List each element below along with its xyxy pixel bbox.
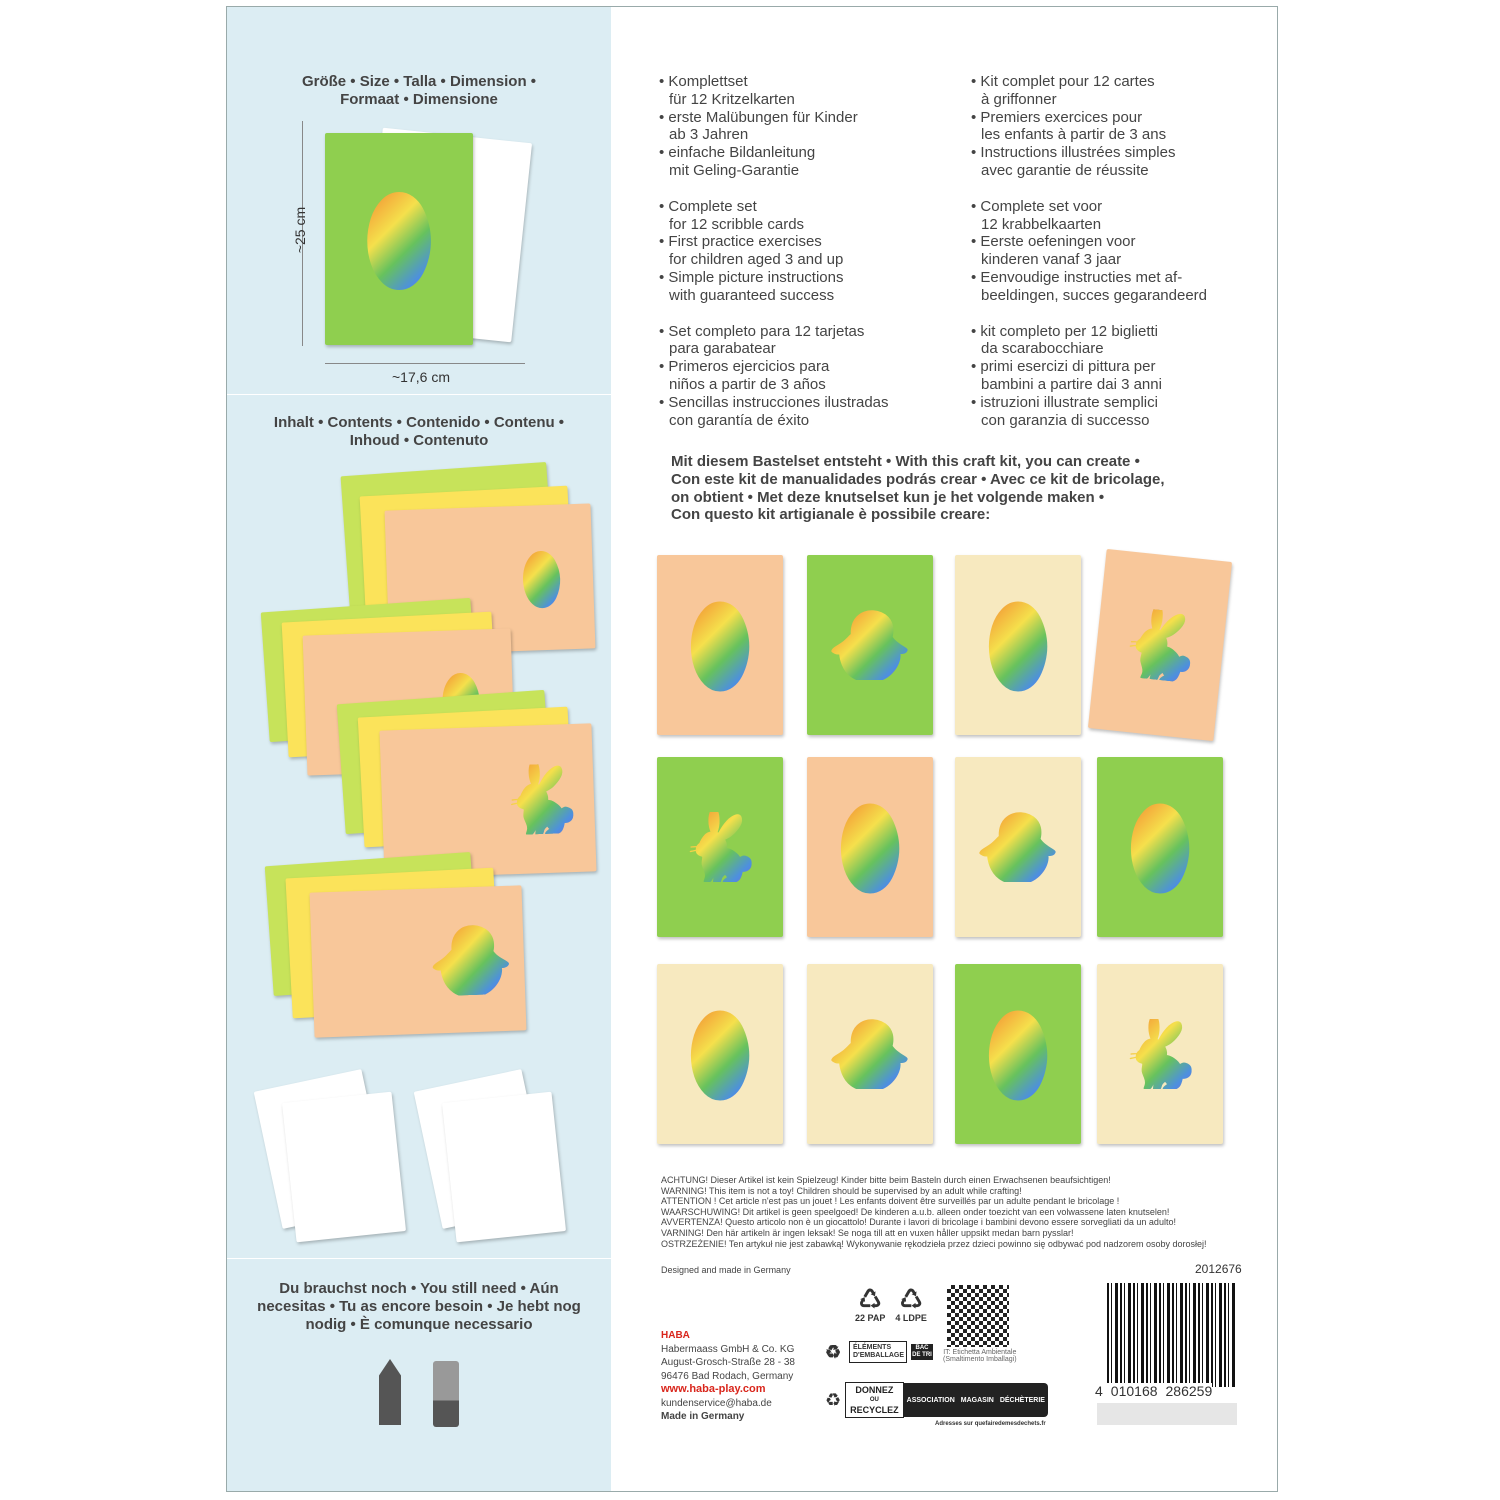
insert-sheets (441, 1091, 567, 1243)
egg-icon: ⬮ (361, 172, 437, 306)
example-card-chick: 🐣 (807, 555, 933, 735)
recycle-ldpe-icon: ♺4 LDPE (895, 1284, 927, 1323)
label-space (1097, 1403, 1237, 1425)
width-arrow (325, 363, 525, 364)
barcode (1107, 1283, 1237, 1387)
bunny-icon: 🐇 (676, 808, 764, 886)
bunny-icon: 🐇 (1116, 1015, 1204, 1093)
haba-logo: HABA (661, 1330, 690, 1341)
example-card-bunny: 🐇 (1087, 548, 1233, 742)
example-card-egg-heart: ⬮ (657, 555, 783, 735)
example-card-egg-zigzag: ⬮ (1097, 757, 1223, 937)
example-card-egg-heart: ⬮ (657, 964, 783, 1144)
glue-stick-icon (433, 1361, 459, 1427)
triman-icon: ♻ (825, 1389, 842, 1410)
egg-zigzag-icon: ⬮ (1125, 785, 1195, 908)
website-link[interactable]: www.haba-play.com (661, 1383, 766, 1395)
egg-heart-icon: ⬮ (518, 537, 565, 618)
egg-zigzag-icon: ⬮ (983, 583, 1053, 706)
triman-icon: ♻ (825, 1342, 842, 1362)
example-card-bunny: 🐇 (657, 757, 783, 937)
left-panel: Größe • Size • Talla • Dimension • Forma… (227, 7, 611, 1491)
recycle-pap-icon: ♺22 PAP (855, 1284, 886, 1323)
addresses-text: Adresses sur quefairedemesdechets.fr (935, 1421, 1046, 1427)
recycling-codes: ♺22 PAP ♺4 LDPE (855, 1285, 927, 1323)
chick-icon: 🐣 (826, 1015, 914, 1093)
package-back: Größe • Size • Talla • Dimension • Forma… (226, 6, 1278, 1492)
email-link[interactable]: kundenservice@haba.de (661, 1397, 772, 1409)
size-title: Größe • Size • Talla • Dimension • Forma… (301, 73, 537, 108)
warnings: ACHTUNG! Dieser Artikel ist kein Spielze… (661, 1175, 1207, 1249)
example-card-egg-zigzag: ⬮ (807, 757, 933, 937)
bunny-icon: 🐇 (496, 758, 586, 840)
chick-icon: 🐣 (974, 808, 1062, 886)
sample-card: ⬮ (325, 133, 473, 345)
pencil-icon (379, 1359, 401, 1425)
height-arrow (302, 121, 303, 346)
example-card-chick: 🐣 (955, 757, 1081, 937)
designed-text: Designed and made in Germany (661, 1265, 791, 1275)
triman-elements: ♻ ÉLÉMENTS D'EMBALLAGE BAC DE TRI (825, 1341, 933, 1363)
bunny-icon: 🐇 (1112, 601, 1208, 689)
chick-icon: 🐣 (826, 606, 914, 684)
chick-icon: 🐣 (426, 919, 516, 1001)
it-label: IT: Etichetta Ambientale(Smaltimento Imb… (943, 1349, 1017, 1363)
height-label: ~25 cm (292, 206, 309, 254)
contents-title: Inhalt • Contents • Contenido • Contenu … (273, 414, 565, 449)
example-card-chick: 🐣 (807, 964, 933, 1144)
qr-code[interactable] (947, 1285, 1009, 1347)
example-card-egg-zigzag: ⬮ (955, 555, 1081, 735)
create-heading: Mit diesem Bastelset entsteht • With thi… (671, 453, 1165, 524)
egg-heart-icon: ⬮ (983, 992, 1053, 1115)
width-label: ~17,6 cm (392, 369, 450, 385)
egg-heart-icon: ⬮ (685, 583, 755, 706)
need-title: Du brauchst noch • You still need • Aún … (257, 1280, 581, 1333)
example-card-bunny: 🐇 (1097, 964, 1223, 1144)
egg-zigzag-icon: ⬮ (835, 785, 905, 908)
example-card-egg-heart: ⬮ (955, 964, 1081, 1144)
article-number: 2012676 (1195, 1262, 1242, 1276)
egg-heart-icon: ⬮ (685, 992, 755, 1115)
